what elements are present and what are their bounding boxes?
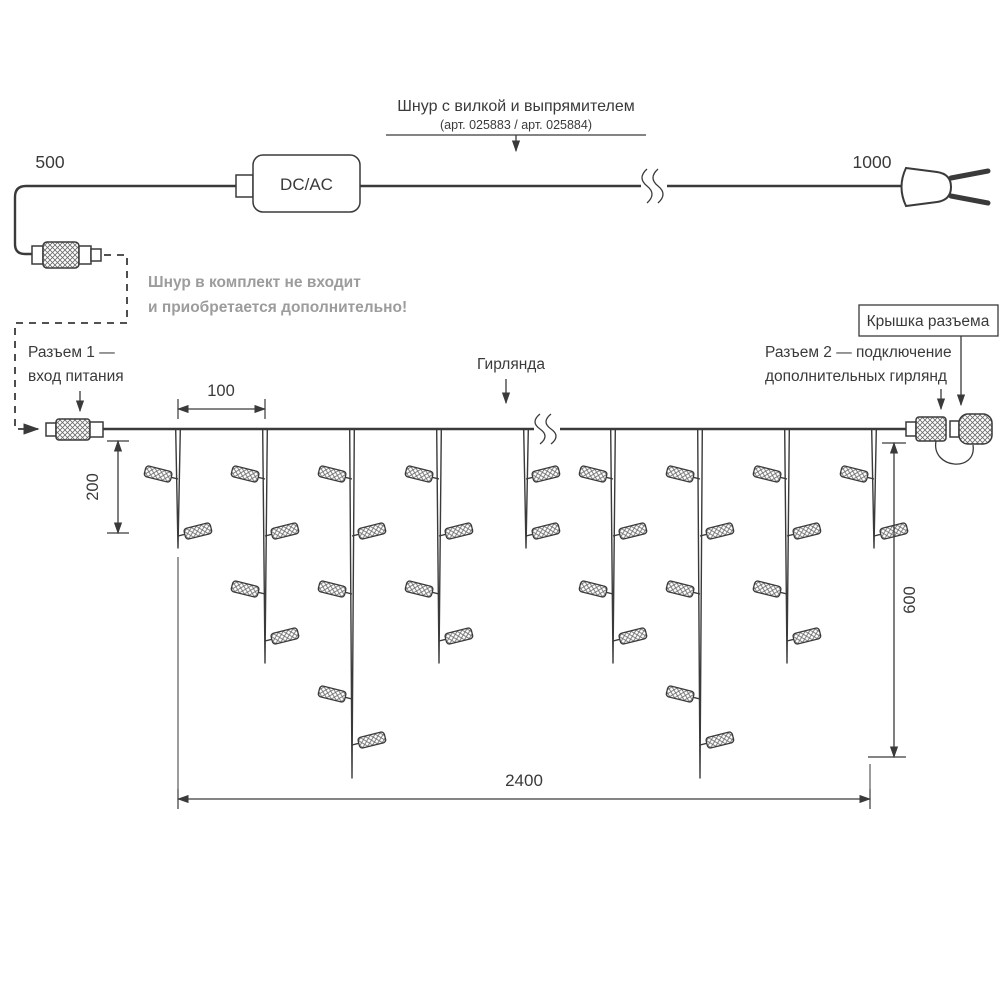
dim-short-drop: 200	[84, 439, 129, 535]
converter-box	[252, 154, 361, 213]
led-icon	[786, 522, 822, 540]
drop-wire	[871, 429, 877, 549]
cord-wire-left	[13, 184, 236, 256]
drop-wire	[436, 429, 442, 664]
converter-label: DC/AC	[280, 175, 333, 194]
connector-cap-icon	[935, 413, 993, 465]
drop-wire	[349, 429, 355, 779]
note-line1: Шнур в комплект не входит	[148, 274, 361, 291]
led-icon	[438, 522, 474, 540]
svg-text:100: 100	[207, 382, 235, 400]
led-icon	[525, 465, 561, 483]
cord-break-icon	[641, 168, 653, 204]
cord-subtitle: (арт. 025883 / арт. 025884)	[440, 118, 592, 132]
cord-title: Шнур с вилкой и выпрямителем	[397, 98, 634, 115]
svg-text:600: 600	[901, 586, 919, 614]
garland-drop	[230, 429, 300, 664]
garland-drop	[665, 429, 735, 779]
led-icon	[525, 522, 561, 540]
led-icon	[612, 627, 648, 645]
connector1-label-line2: вход питания	[28, 368, 124, 385]
led-icon	[839, 465, 875, 483]
led-icon	[351, 522, 387, 540]
garland-drop	[143, 429, 213, 549]
led-icon	[438, 627, 474, 645]
led-icon	[752, 465, 788, 483]
svg-text:2400: 2400	[505, 771, 543, 790]
led-icon	[752, 580, 788, 598]
garland-break-icon	[545, 413, 557, 445]
dim-drop-spacing: 100	[176, 382, 267, 419]
connector1-label-line1: Разъем 1 —	[28, 344, 115, 361]
led-icon	[699, 522, 735, 540]
led-icon	[404, 580, 440, 598]
garland-drop	[404, 429, 474, 664]
garland-drop	[839, 429, 909, 549]
led-icon	[612, 522, 648, 540]
led-icon	[873, 522, 909, 540]
power-plug-icon	[900, 166, 991, 208]
drops-layer	[143, 429, 909, 779]
cap-label: Крышка разъема	[867, 313, 990, 330]
led-icon	[404, 465, 440, 483]
power-cord-section: 500 DC/AC 1000 Шнур с вилкой и выпрямите…	[13, 98, 991, 435]
led-icon	[177, 522, 213, 540]
garland-drop	[578, 429, 648, 664]
led-icon	[578, 465, 614, 483]
led-icon	[143, 465, 179, 483]
drop-wire	[175, 429, 181, 549]
cord-break-icon	[652, 168, 664, 204]
dim-500-label: 500	[35, 152, 64, 172]
dim-long-drop: 600	[868, 441, 919, 759]
drop-wire	[610, 429, 616, 664]
led-icon	[665, 685, 701, 703]
led-icon	[578, 580, 614, 598]
drop-wire	[784, 429, 790, 664]
led-icon	[264, 627, 300, 645]
drop-wire	[262, 429, 268, 664]
connector1-icon	[45, 418, 104, 441]
led-icon	[786, 627, 822, 645]
drop-wire	[697, 429, 703, 779]
garland-drop	[523, 429, 561, 549]
led-icon	[230, 465, 266, 483]
led-icon	[665, 580, 701, 598]
connector2-icon	[905, 416, 947, 442]
drop-wire	[523, 429, 529, 549]
cord-connector-icon	[31, 241, 102, 269]
led-icon	[317, 685, 353, 703]
led-icon	[317, 580, 353, 598]
garland-drop	[752, 429, 822, 664]
dashed-connection-route	[14, 254, 128, 435]
led-icon	[351, 731, 387, 749]
led-icon	[317, 465, 353, 483]
led-icon	[230, 580, 266, 598]
connector2-label-line2: дополнительных гирлянд	[765, 368, 947, 385]
led-icon	[264, 522, 300, 540]
connector2-label-line1: Разъем 2 — подключение	[765, 344, 952, 361]
garland-drop	[317, 429, 387, 779]
cap-label-box	[858, 304, 999, 337]
svg-text:200: 200	[84, 473, 102, 501]
garland-break-icon	[534, 413, 546, 445]
garland-section: Разъем 1 — вход питания Гирлянда Разъем …	[28, 304, 999, 809]
converter-stub	[235, 174, 254, 198]
garland-label: Гирлянда	[477, 356, 545, 373]
led-icon	[699, 731, 735, 749]
led-icon	[665, 465, 701, 483]
dim-1000-label: 1000	[853, 152, 892, 172]
dim-total-length: 2400	[176, 557, 872, 809]
note-line2: и приобретается дополнительно!	[148, 299, 407, 316]
